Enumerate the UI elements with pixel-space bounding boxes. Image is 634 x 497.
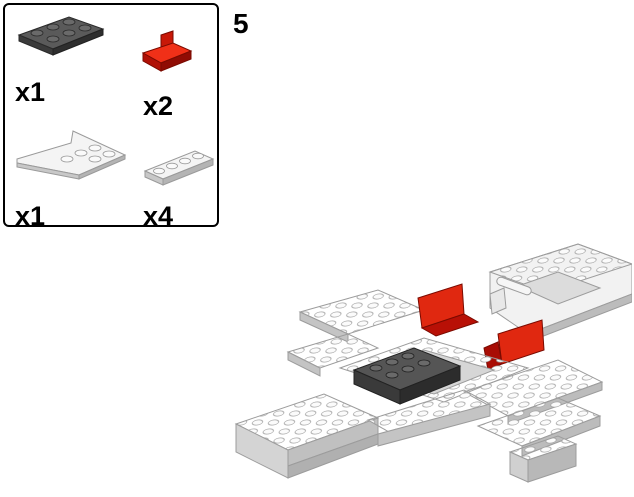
left-wing [286,289,426,377]
model-assembly-illustration [234,243,632,483]
red-panels [417,283,545,371]
part-3-quantity: x1 [15,201,46,231]
dark-gray-plate [352,347,462,405]
white-wedge-plate-icon [16,130,127,180]
rear-fuselage [488,243,632,343]
landing-gear [508,435,578,483]
cockpit-bar [489,276,532,315]
dark-gray-plate-icon [17,16,105,56]
white-plate-1x4-icon [143,150,215,186]
front-nose [234,389,492,479]
step-number: 5 [233,8,249,39]
part-2-quantity: x2 [143,91,174,121]
part-4-quantity: x4 [143,201,174,231]
red-panel-icon [141,30,193,72]
parts-list-callout: x1 x2 x1 x4 [3,3,219,231]
part-1-quantity: x1 [15,77,46,107]
